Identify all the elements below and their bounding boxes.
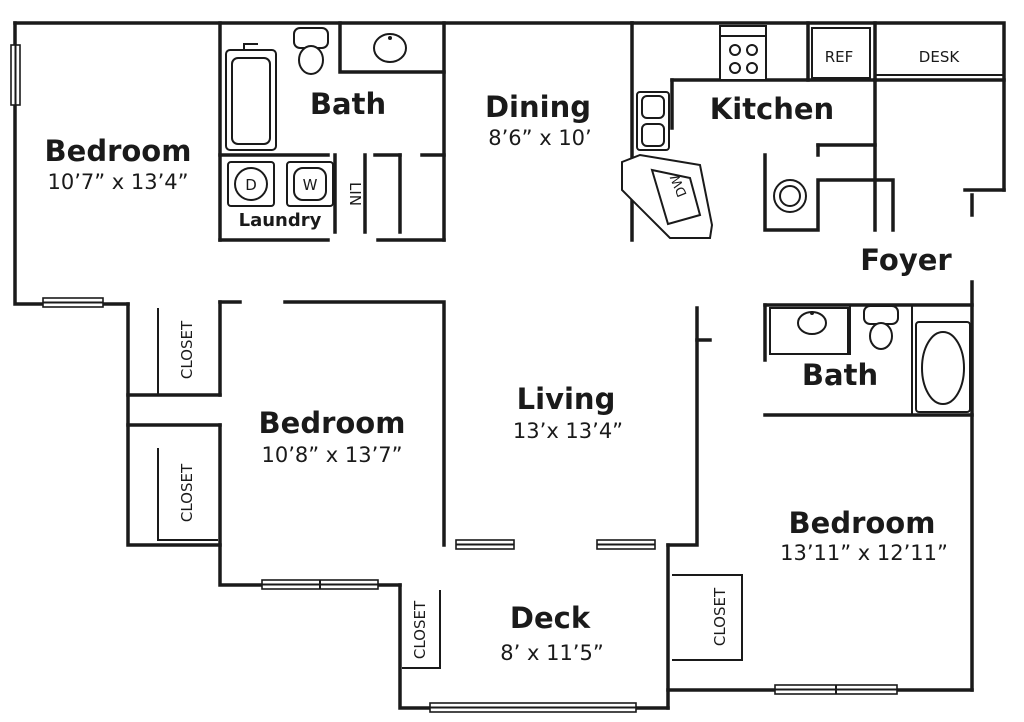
bedroom-nw-name: Bedroom	[45, 134, 192, 168]
deck-name: Deck	[510, 601, 591, 635]
toilet-right	[863, 305, 899, 325]
deck-dims: 8’ x 11’5”	[500, 641, 603, 665]
walls	[13, 21, 1006, 710]
linen-label: LIN	[346, 182, 364, 206]
dining-dims: 8’6” x 10’	[488, 126, 591, 150]
bedroom-se-dims: 13’11” x 12’11”	[780, 541, 948, 565]
windows	[10, 44, 898, 713]
counter-peninsula	[621, 153, 714, 239]
dining-name: Dining	[485, 90, 591, 124]
sink-right	[797, 311, 827, 335]
room-labels: Bedroom 10’7” x 13’4” Bath Dining 8’6” x…	[45, 48, 961, 665]
kitchen-name: Kitchen	[710, 92, 834, 126]
bedroom-nw-dims: 10’7” x 13’4”	[47, 170, 188, 194]
bedroom-se-name: Bedroom	[789, 506, 936, 540]
fixtures	[225, 25, 1004, 413]
dryer-label: D	[245, 176, 257, 194]
desk-label: DESK	[919, 48, 961, 66]
bedroom-center-dims: 10’8” x 13’7”	[261, 443, 402, 467]
closet-label-d: CLOSET	[711, 587, 729, 646]
sink-top	[373, 33, 407, 63]
living-name: Living	[517, 382, 616, 416]
washer-label: W	[303, 176, 318, 194]
bath-right-name: Bath	[802, 358, 878, 392]
foyer-name: Foyer	[860, 243, 952, 277]
bath-top-name: Bath	[310, 87, 386, 121]
ref-label: REF	[825, 48, 854, 66]
laundry-name: Laundry	[239, 210, 322, 231]
range	[719, 25, 767, 81]
bedroom-center-name: Bedroom	[259, 406, 406, 440]
closet-label-b: CLOSET	[178, 463, 196, 522]
closet-label-a: CLOSET	[178, 320, 196, 379]
closet-label-c: CLOSET	[411, 600, 429, 659]
living-dims: 13’x 13’4”	[513, 419, 623, 443]
